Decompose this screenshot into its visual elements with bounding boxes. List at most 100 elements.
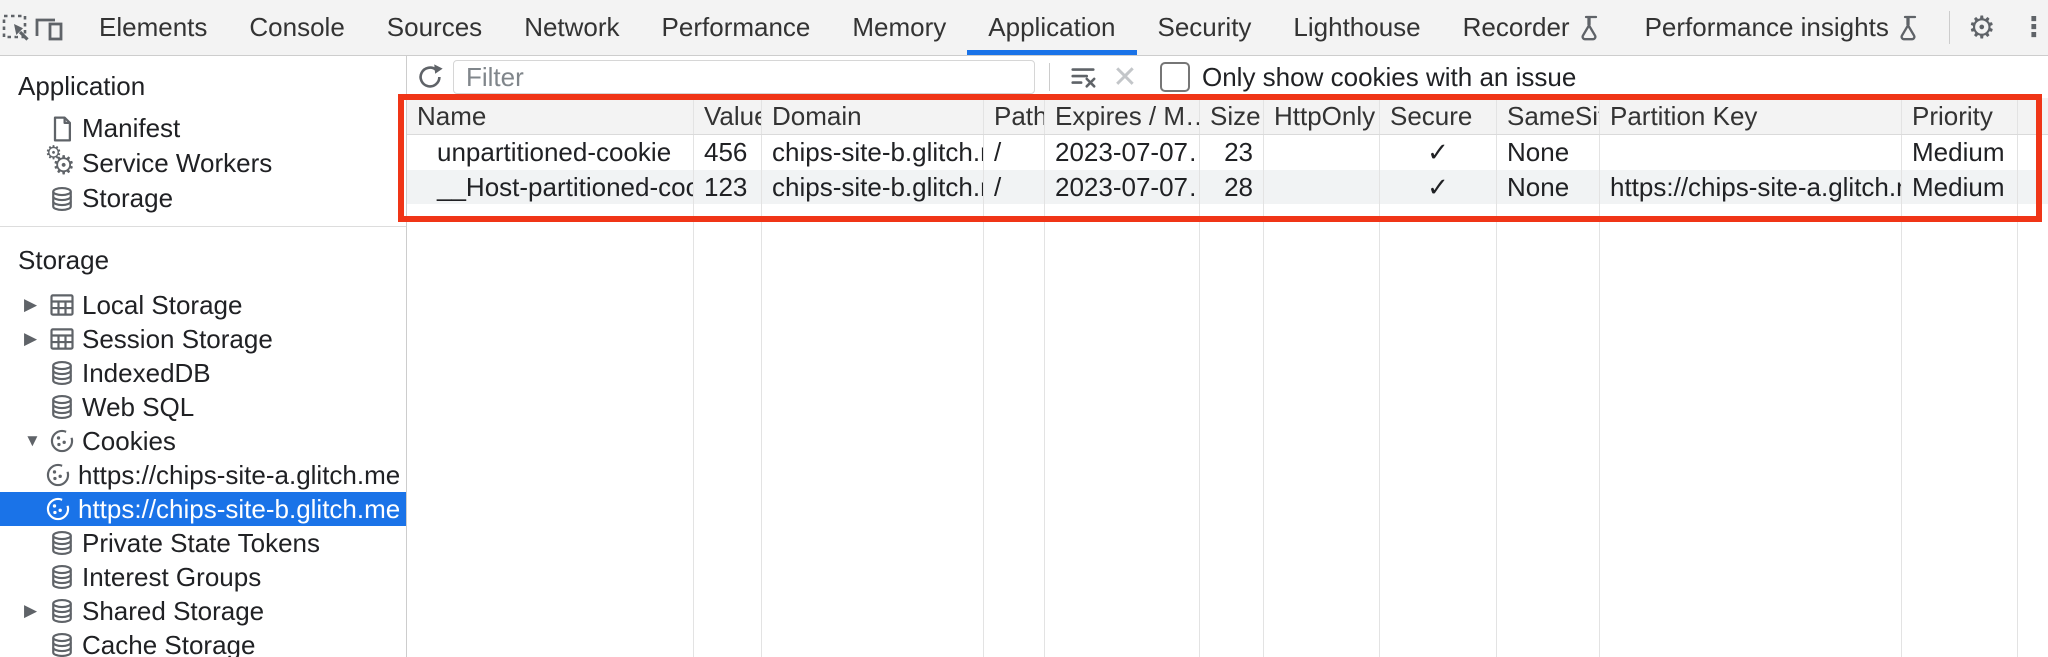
column-header-priority[interactable]: Priority xyxy=(1902,98,2018,134)
sidebar-item-cookies[interactable]: ▼ Cookies xyxy=(0,424,406,458)
tab-elements[interactable]: Elements xyxy=(99,12,208,42)
database-icon xyxy=(48,630,82,657)
tab-application[interactable]: Application xyxy=(967,0,1137,55)
sidebar-item-label: https://chips-site-b.glitch.me xyxy=(78,493,401,524)
experiment-flask-icon xyxy=(1579,14,1603,42)
cell-samesite[interactable]: None xyxy=(1497,135,1600,170)
cell-expires[interactable]: 2023-07-07… xyxy=(1045,170,1200,204)
cell-expires[interactable]: 2023-07-07… xyxy=(1045,135,1200,170)
issue-filter-label: Only show cookies with an issue xyxy=(1202,61,1577,92)
sidebar-item-shared-storage[interactable]: ▶ Shared Storage xyxy=(0,594,406,628)
sidebar-item-label: Session Storage xyxy=(82,323,273,354)
sidebar-item-session-storage[interactable]: ▶ Session Storage xyxy=(0,322,406,356)
column-header-samesite[interactable]: SameSite xyxy=(1497,98,1600,134)
tab-performance[interactable]: Performance xyxy=(661,12,811,42)
chevron-down-icon[interactable]: ▼ xyxy=(24,431,41,450)
sidebar-item-interest-groups[interactable]: Interest Groups xyxy=(0,560,406,594)
cell-secure[interactable]: ✓ xyxy=(1380,135,1497,170)
clear-filter-button[interactable] xyxy=(1062,63,1104,91)
cookies-table: Name Value Domain Path Expires / M… Size… xyxy=(407,98,2048,657)
database-icon xyxy=(48,528,82,558)
sidebar-item-label: Cache Storage xyxy=(82,629,256,657)
cell-partition-key[interactable]: https://chips-site-a.glitch.me xyxy=(1600,170,1902,204)
cell-name[interactable]: __Host-partitioned-cookie xyxy=(407,170,694,204)
cell-name[interactable]: unpartitioned-cookie xyxy=(407,135,694,170)
chevron-right-icon[interactable]: ▶ xyxy=(24,295,38,314)
cell-priority[interactable]: Medium xyxy=(1902,135,2018,170)
table-row-unpartitioned-cookie[interactable]: unpartitioned-cookie 456 chips-site-b.gl… xyxy=(407,135,2048,170)
issue-filter-checkbox[interactable] xyxy=(1160,62,1190,92)
tab-sources[interactable]: Sources xyxy=(386,12,483,42)
cell-httponly[interactable] xyxy=(1264,170,1380,204)
cell-path[interactable]: / xyxy=(984,170,1045,204)
chevron-right-icon[interactable]: ▶ xyxy=(24,329,38,348)
inspect-element-button[interactable] xyxy=(0,0,32,55)
table-empty-area xyxy=(407,204,2048,657)
table-icon xyxy=(48,325,82,353)
document-icon xyxy=(48,114,82,144)
sidebar-item-label: https://chips-site-a.glitch.me xyxy=(78,459,401,490)
toolbar-separator xyxy=(1049,63,1050,91)
cookie-icon xyxy=(44,495,78,523)
column-header-size[interactable]: Size xyxy=(1200,98,1264,134)
sidebar-item-service-workers[interactable]: ⚙⚙ Service Workers xyxy=(0,143,406,181)
device-toolbar-icon xyxy=(35,18,63,40)
sidebar-item-label: IndexedDB xyxy=(82,357,211,388)
sidebar-item-indexeddb[interactable]: IndexedDB xyxy=(0,356,406,390)
column-header-name[interactable]: Name xyxy=(407,98,694,134)
cell-value[interactable]: 456 xyxy=(694,135,762,170)
more-options-button[interactable]: ⋮ xyxy=(2008,0,2048,55)
cell-value[interactable]: 123 xyxy=(694,170,762,204)
sidebar-item-cookies-chips-site-a[interactable]: https://chips-site-a.glitch.me xyxy=(0,458,406,492)
cell-priority[interactable]: Medium xyxy=(1902,170,2018,204)
cell-httponly[interactable] xyxy=(1264,135,1380,170)
sidebar-item-storage[interactable]: Storage xyxy=(0,181,406,216)
sidebar-item-manifest[interactable]: Manifest xyxy=(0,111,406,146)
table-row-host-partitioned-cookie[interactable]: __Host-partitioned-cookie 123 chips-site… xyxy=(407,170,2048,204)
tab-console[interactable]: Console xyxy=(249,12,345,42)
database-icon xyxy=(48,596,82,626)
sidebar-item-cache-storage[interactable]: Cache Storage xyxy=(0,628,406,657)
sidebar-item-label: Interest Groups xyxy=(82,561,262,592)
column-header-value[interactable]: Value xyxy=(694,98,762,134)
cell-secure[interactable]: ✓ xyxy=(1380,170,1497,204)
sidebar-item-local-storage[interactable]: ▶ Local Storage xyxy=(0,288,406,322)
chevron-right-icon[interactable]: ▶ xyxy=(24,601,38,620)
tab-memory[interactable]: Memory xyxy=(852,12,947,42)
column-header-path[interactable]: Path xyxy=(984,98,1045,134)
tab-performance-insights[interactable]: Performance insights xyxy=(1624,0,1943,55)
table-icon xyxy=(48,291,82,319)
refresh-button[interactable] xyxy=(407,62,453,92)
sidebar-item-label: Web SQL xyxy=(82,391,195,422)
column-header-domain[interactable]: Domain xyxy=(762,98,984,134)
tabbar-separator xyxy=(1948,11,1950,44)
cell-path[interactable]: / xyxy=(984,135,1045,170)
cell-samesite[interactable]: None xyxy=(1497,170,1600,204)
cell-size[interactable]: 28 xyxy=(1200,170,1264,204)
cell-size[interactable]: 23 xyxy=(1200,135,1264,170)
section-title-application: Application xyxy=(18,71,146,101)
tab-recorder[interactable]: Recorder xyxy=(1442,0,1624,55)
cell-partition-key[interactable] xyxy=(1600,135,1902,170)
column-header-httponly[interactable]: HttpOnly xyxy=(1264,98,1380,134)
column-header-secure[interactable]: Secure xyxy=(1380,98,1497,134)
tab-lighthouse[interactable]: Lighthouse xyxy=(1293,12,1421,42)
sidebar-item-private-state-tokens[interactable]: Private State Tokens xyxy=(0,526,406,560)
section-title-storage: Storage xyxy=(18,245,110,275)
sidebar-item-cookies-chips-site-b[interactable]: https://chips-site-b.glitch.me xyxy=(0,492,406,526)
cell-domain[interactable]: chips-site-b.glitch.me xyxy=(762,135,984,170)
filter-input[interactable] xyxy=(453,60,1035,94)
sidebar-item-web-sql[interactable]: Web SQL xyxy=(0,390,406,424)
device-toolbar-button[interactable] xyxy=(32,0,66,55)
tab-network[interactable]: Network xyxy=(524,12,620,42)
sidebar-item-label: Local Storage xyxy=(82,289,243,320)
gear-icon: ⚙ xyxy=(1967,10,1996,45)
cell-domain[interactable]: chips-site-b.glitch.me xyxy=(762,170,984,204)
column-header-expires[interactable]: Expires / M… xyxy=(1045,98,1200,134)
tab-security[interactable]: Security xyxy=(1157,12,1252,42)
settings-button[interactable]: ⚙ xyxy=(1956,0,2008,55)
database-icon xyxy=(48,184,82,214)
delete-cookie-button[interactable]: ✕ xyxy=(1104,60,1146,95)
column-header-partition-key[interactable]: Partition Key xyxy=(1600,98,1902,134)
